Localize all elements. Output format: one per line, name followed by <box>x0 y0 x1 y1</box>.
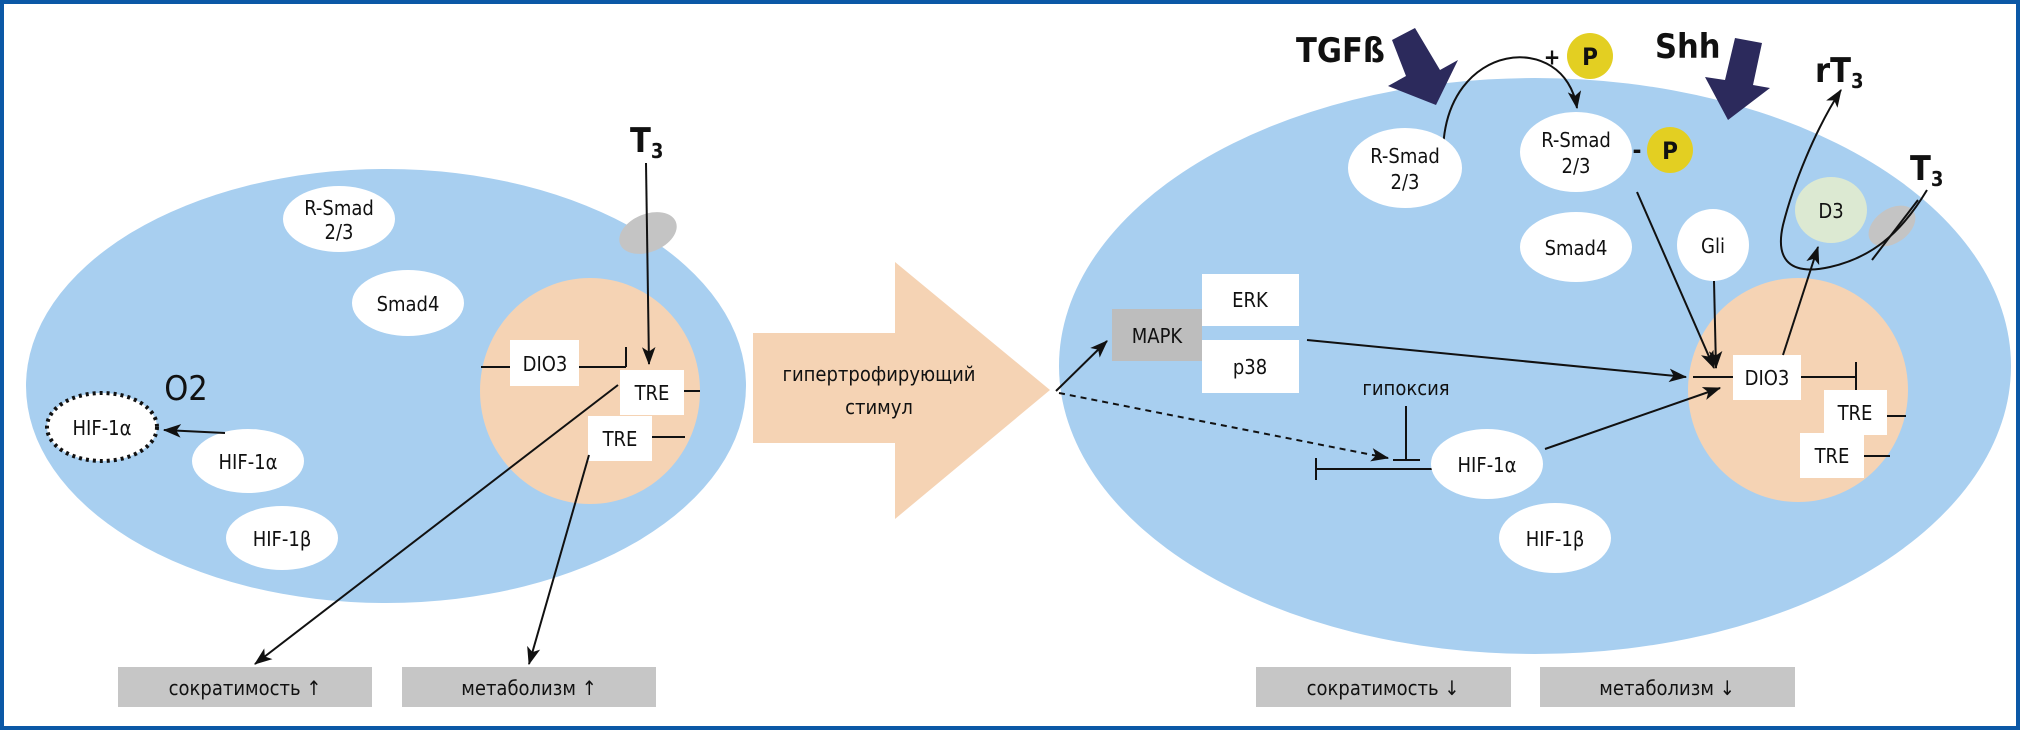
erk-box <box>1202 274 1299 326</box>
left-metabolism-arrow <box>527 454 590 666</box>
t3-entry-line <box>1871 199 1919 261</box>
shh-signal-arrow-icon <box>1705 38 1770 120</box>
right-tre2-label: TRE <box>1814 444 1850 468</box>
right-hif1a-label: HIF-1α <box>1458 453 1517 477</box>
right-r-smad-label-2: 2/3 <box>1391 170 1420 194</box>
p38-box <box>1202 340 1299 393</box>
left-metabolism-label: метаболизм ↑ <box>461 676 596 700</box>
right-smad4-node <box>1520 212 1632 282</box>
left-dio3-box <box>510 340 579 386</box>
left-hif1a-label: HIF-1α <box>219 450 278 474</box>
right-tre1-label: TRE <box>1837 401 1873 425</box>
gli-label: Gli <box>1701 234 1725 258</box>
phosphorylation-arrow <box>1442 56 1582 153</box>
gli-node <box>1677 209 1749 281</box>
d3-node <box>1795 177 1867 243</box>
stimulus-to-hypoxia-dashed-arrow <box>1058 392 1390 462</box>
left-hif1a-node <box>192 429 304 493</box>
shh-label: Shh <box>1655 27 1721 67</box>
d3-label: D3 <box>1818 199 1843 223</box>
right-metabolism-box <box>1540 667 1795 707</box>
right-contractility-label: сократимость ↓ <box>1307 676 1460 700</box>
mapk-box <box>1112 309 1202 361</box>
stimulus-to-mapk-arrow <box>1055 340 1108 392</box>
left-contractility-label: сократимость ↑ <box>169 676 322 700</box>
left-t3-arrow <box>641 162 656 366</box>
t3-to-rt3-arrow <box>1779 89 1928 271</box>
stimulus-label-2: стимул <box>845 395 913 419</box>
phosphate-icon <box>1567 33 1613 79</box>
dio3-to-d3-arrow <box>1782 245 1820 356</box>
mapk-label: MAPK <box>1132 324 1184 348</box>
hif-to-dio3-arrow <box>1544 387 1722 450</box>
hif1a-degraded-node <box>45 391 159 463</box>
tgfb-label: TGFß <box>1296 31 1385 71</box>
right-tre2-box <box>1800 433 1864 478</box>
o2-label: O2 <box>164 369 208 409</box>
right-smad4-label: Smad4 <box>1545 236 1608 260</box>
left-tre1-label: TRE <box>634 381 670 405</box>
mapk-to-dio3-arrow <box>1306 339 1688 383</box>
hypoxia-label: гипоксия <box>1362 376 1449 400</box>
bound-phosphate-label: P <box>1662 137 1678 165</box>
right-r-smad-node <box>1348 128 1462 208</box>
left-tre2-box <box>588 416 652 461</box>
r-smad-p-label-1: R-Smad <box>1541 128 1611 152</box>
r-smad-p-label-2: 2/3 <box>1562 154 1591 178</box>
left-r-smad-label-1: R-Smad <box>304 196 374 220</box>
gli-to-dio3-arrow <box>1708 280 1723 370</box>
left-dio3-label: DIO3 <box>523 352 568 376</box>
left-cell: R-Smad 2/3 Smad4 O2 HIF-1α HIF-1α HIF-1β… <box>26 121 746 666</box>
right-hif1a-node <box>1431 429 1543 499</box>
left-tre2-label: TRE <box>602 427 638 451</box>
left-tre1-box <box>620 370 684 415</box>
right-r-smad-label-1: R-Smad <box>1370 144 1440 168</box>
hif-degradation-arrow <box>162 424 226 438</box>
right-cell: TGFß Shh + P R-Smad 2/3 R-Smad 2/3 - P S… <box>1055 27 2011 654</box>
erk-label: ERK <box>1232 288 1269 312</box>
left-t3-label: T3 <box>630 121 663 163</box>
right-tre1-box <box>1824 390 1887 435</box>
left-contractility-box <box>118 667 372 707</box>
r-smad-p-node <box>1520 112 1632 192</box>
right-cytoplasm <box>1059 78 2011 654</box>
right-contractility-box <box>1256 667 1511 707</box>
hif1a-degraded-label: HIF-1α <box>73 416 132 440</box>
left-contractility-arrow <box>254 384 619 665</box>
left-hif1b-node <box>226 506 338 570</box>
left-metabolism-box <box>402 667 656 707</box>
left-smad4-node <box>352 270 464 336</box>
rt3-label: rT3 <box>1815 51 1864 93</box>
bound-phosphate-icon <box>1647 127 1693 173</box>
phosphate-label: P <box>1582 43 1598 71</box>
tgfb-signal-arrow-icon <box>1388 28 1458 105</box>
left-smad4-label: Smad4 <box>377 292 440 316</box>
right-dio3-label: DIO3 <box>1745 366 1790 390</box>
right-t3-label: T3 <box>1910 149 1943 191</box>
p38-label: p38 <box>1233 355 1267 379</box>
right-receptor <box>1868 205 1916 247</box>
left-r-smad-node <box>283 186 395 252</box>
minus-sign: - <box>1633 136 1642 164</box>
left-r-smad-label-2: 2/3 <box>325 220 354 244</box>
left-hif1b-label: HIF-1β <box>253 527 312 551</box>
right-hif1b-node <box>1499 503 1611 573</box>
stimulus-arrow-shape <box>753 262 1050 519</box>
right-hif1b-label: HIF-1β <box>1526 527 1585 551</box>
right-metabolism-label: метаболизм ↓ <box>1599 676 1734 700</box>
smad-to-dio3-arrow <box>1636 191 1715 370</box>
right-dio3-box <box>1733 355 1801 400</box>
stimulus-label-1: гипертрофирующий <box>783 362 976 386</box>
